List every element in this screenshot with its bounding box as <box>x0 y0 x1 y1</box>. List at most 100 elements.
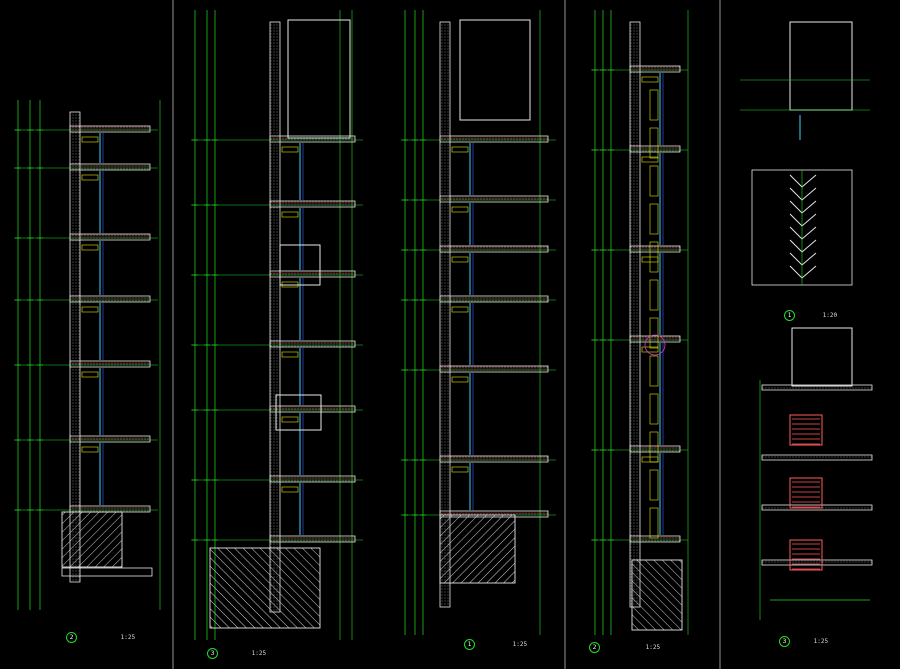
floor-slab <box>269 200 356 208</box>
louver-blade <box>789 187 817 201</box>
sill-detail <box>451 306 469 313</box>
sill-detail <box>81 136 99 143</box>
floor-slab <box>269 405 356 413</box>
sill-detail <box>451 376 469 383</box>
panel-module <box>649 165 659 197</box>
floor-slab <box>269 135 356 143</box>
caption-number: 3 <box>207 648 218 659</box>
panel-module <box>649 203 659 235</box>
parapet-detail <box>791 327 853 387</box>
caption-scale: 1:25 <box>512 641 528 648</box>
revision-marker <box>644 334 666 356</box>
sill-detail <box>451 206 469 213</box>
foundation-hatch <box>61 511 123 568</box>
generated-geometry <box>14 10 873 640</box>
louver-blade <box>789 239 817 253</box>
panel-module <box>649 127 659 159</box>
floor-slab <box>69 163 151 171</box>
floor-slab <box>761 559 873 566</box>
caption-scale: 1:25 <box>251 650 267 657</box>
floor-slab <box>69 505 151 513</box>
panel-module <box>649 355 659 387</box>
sill-detail <box>281 211 299 218</box>
panel-module <box>649 393 659 425</box>
louver-blade <box>789 174 817 188</box>
caption-scale: 1:25 <box>645 644 661 651</box>
foundation-hatch <box>631 559 683 631</box>
bay-window <box>275 394 322 431</box>
caption-number: 2 <box>589 642 600 653</box>
floor-slab <box>69 295 151 303</box>
panel-module <box>649 241 659 273</box>
floor-slab <box>69 125 151 133</box>
louver-blade <box>789 213 817 227</box>
sill-detail <box>451 466 469 473</box>
sill-detail <box>81 371 99 378</box>
sill-detail <box>81 306 99 313</box>
floor-slab <box>69 360 151 368</box>
louver-blade <box>789 226 817 240</box>
floor-slab <box>439 195 549 203</box>
caption-number: 1 <box>784 310 795 321</box>
floor-slab <box>269 475 356 483</box>
sill-detail <box>81 244 99 251</box>
sill-detail <box>451 256 469 263</box>
parapet-box <box>287 19 351 139</box>
sill-detail <box>281 486 299 493</box>
panel-module <box>649 507 659 539</box>
caption-detail-window: 3 1:25 <box>779 636 828 647</box>
window-sash <box>789 477 823 509</box>
panel-module <box>649 89 659 121</box>
ground-slab <box>61 567 153 577</box>
panel-module <box>649 317 659 349</box>
floor-slab <box>269 535 356 543</box>
floor-slab <box>761 454 873 461</box>
sill-detail <box>81 446 99 453</box>
floor-slab <box>439 135 549 143</box>
caption-section-1: 2 1:25 <box>66 632 135 643</box>
panel-module <box>649 431 659 463</box>
floor-slab <box>761 384 873 391</box>
caption-number: 3 <box>779 636 790 647</box>
window-sash <box>789 414 823 446</box>
caption-detail-louver: 1 1:20 <box>784 310 837 321</box>
floor-slab <box>269 270 356 278</box>
floor-slab <box>439 245 549 253</box>
floor-slab <box>439 295 549 303</box>
panel-module <box>649 279 659 311</box>
caption-scale: 1:25 <box>813 638 829 645</box>
wall-column <box>69 111 81 583</box>
caption-scale: 1:25 <box>120 634 136 641</box>
caption-number: 1 <box>464 639 475 650</box>
caption-number: 2 <box>66 632 77 643</box>
wall-column <box>439 21 451 608</box>
window-sash <box>789 539 823 571</box>
wall-column <box>629 21 641 608</box>
floor-slab <box>269 340 356 348</box>
floor-slab <box>439 455 549 463</box>
louver-blade <box>789 265 817 279</box>
louver-blade <box>789 252 817 266</box>
floor-slab <box>69 435 151 443</box>
wall-column <box>269 21 281 613</box>
floor-slab <box>439 365 549 373</box>
sheet-dividers <box>172 0 721 669</box>
floor-slab <box>69 233 151 241</box>
louver-blade <box>789 200 817 214</box>
sill-detail <box>281 351 299 358</box>
parapet-box <box>459 19 531 121</box>
caption-section-3: 1 1:25 <box>464 639 527 650</box>
foundation-hatch <box>439 514 516 584</box>
parapet-detail <box>789 21 853 111</box>
caption-section-2: 3 1:25 <box>207 648 266 659</box>
panel-module <box>649 469 659 501</box>
sill-detail <box>281 146 299 153</box>
sill-detail <box>81 174 99 181</box>
caption-section-4: 2 1:25 <box>589 642 660 653</box>
sill-detail <box>451 146 469 153</box>
foundation-hatch <box>209 547 321 629</box>
sill-detail <box>641 76 659 83</box>
caption-scale: 1:20 <box>822 312 838 319</box>
